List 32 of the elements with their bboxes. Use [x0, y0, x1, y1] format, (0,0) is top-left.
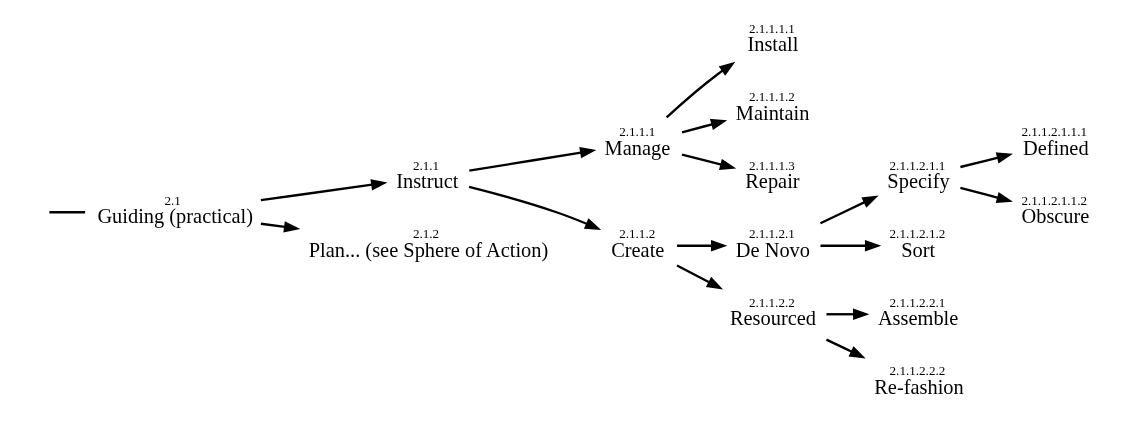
arrow	[681, 118, 728, 134]
arrow	[677, 240, 728, 252]
arrow	[681, 153, 737, 170]
node-text: 2.1.2 Plan... (see Sphere of Action)	[308, 226, 549, 261]
arrow	[676, 264, 724, 290]
node-text: 2.1.1.2.1.1.2 Obscure	[1021, 192, 1090, 228]
node-text: 2.1.1 Instruct	[396, 157, 459, 193]
node-text: 2.1.1.1.3 Repair	[745, 157, 800, 193]
node-text: 2.1.1.2.1.1 Specify	[887, 157, 950, 193]
node-text: 2.1.1.2 Create	[611, 226, 665, 261]
arrow	[826, 308, 870, 320]
arrow	[469, 147, 597, 172]
arrow	[819, 195, 879, 225]
arrow	[960, 186, 1013, 204]
arrow	[665, 61, 736, 119]
node-text: 2.1.1.1.2 Maintain	[735, 89, 810, 124]
node-text: 2.1.1.2.1 De Novo	[735, 226, 810, 261]
node-text: 2.1.1.2.2.1 Assemble	[877, 294, 959, 330]
arrow	[260, 179, 388, 202]
arrow	[960, 152, 1013, 169]
node-text: 2.1.1.2.1.1.1 Defined	[1021, 124, 1089, 159]
node-text: 2.1.1.2.2.2 Re-fashion	[874, 363, 964, 398]
node-text: 2.1.1.1.1 Install	[747, 20, 799, 56]
node-text: 2.1 Guiding (practical)	[97, 192, 254, 228]
arrow	[260, 221, 301, 233]
arrow	[825, 338, 866, 359]
arrow	[820, 240, 882, 252]
node-text: 2.1.1.1 Manage	[604, 124, 671, 159]
node-text: 2.1.1.2.1.2 Sort	[889, 226, 946, 261]
node-text: 2.1.1.2.2 Resourced	[729, 294, 817, 330]
arrow	[468, 185, 602, 230]
connector	[49, 211, 86, 214]
